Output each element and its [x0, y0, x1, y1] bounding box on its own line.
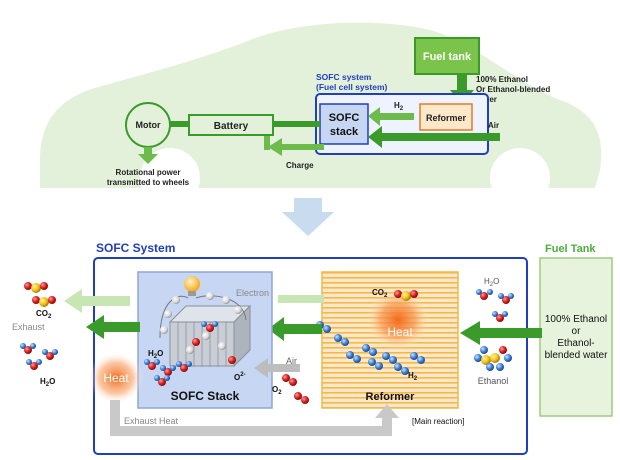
fuel-input-line2: Or Ethanol-blended: [476, 85, 550, 94]
rotational-line1: Rotational power: [116, 168, 181, 177]
exhaust-heat-arrow-head: [375, 404, 399, 418]
electron-label: Electron: [236, 288, 269, 298]
fuel-tank-panel: [539, 257, 613, 417]
exhaust-h2o-label: H2O: [40, 377, 55, 388]
electron-particles: [160, 292, 242, 354]
left-heat-glow: [88, 352, 144, 404]
reformer-h2-label: H2: [408, 371, 418, 382]
reformer-heat-glow: [366, 290, 430, 350]
charge-label: Charge: [286, 161, 314, 170]
rotational-line2: transmitted to wheels: [107, 178, 190, 187]
sofc-stack-label: SOFC Stack: [171, 389, 240, 403]
main-reaction-label: [Main reaction]: [412, 417, 464, 426]
top-charge-flow: Charge: [264, 128, 324, 170]
reformer-heat-label: Heat: [387, 325, 413, 339]
reformer-panel: Heat CO2 H2 Reformer: [316, 271, 459, 409]
motor-label: Motor: [136, 120, 161, 130]
stack-h2o-label: H2O: [148, 349, 163, 360]
stack-side: [233, 304, 251, 368]
fuel-line3: Ethanol-: [557, 338, 594, 349]
electron-to-exhaust-bar: [80, 296, 130, 306]
o2-minus-label: O2-: [234, 372, 246, 382]
top-sofc-system-subtitle: (Fuel cell system): [316, 82, 388, 92]
electron-arrow-right: [278, 295, 324, 303]
h2o-input-label: H2O: [484, 277, 499, 288]
air-arrow: [254, 358, 268, 378]
top-motor: Motor Rotational power transmitted to wh…: [107, 102, 190, 187]
stack-battery-link: [273, 121, 320, 127]
exhaust-co2-label: CO2: [36, 309, 52, 320]
car-illustration: [0, 22, 620, 208]
top-h2-label: H2: [394, 101, 404, 112]
reformer-label: Reformer: [366, 391, 416, 403]
ethanol-molecule: [474, 346, 512, 371]
exhaust-h2o-molecules: [20, 343, 58, 370]
fuel-input-line1: 100% Ethanol: [476, 75, 528, 84]
reformer-h2-molecules: [316, 321, 425, 375]
exhaust-heat-bar: [110, 426, 392, 436]
sofc-stack-panel: H2O O2- SOFC Stack: [137, 271, 273, 409]
o2-air-molecules: [282, 374, 309, 404]
top-air-label: Air: [488, 121, 499, 130]
fuel-tank-title: Fuel Tank: [545, 243, 596, 255]
charge-arrow: [268, 138, 282, 156]
o2-air-label: O2: [272, 385, 282, 396]
left-heat-label: Heat: [103, 371, 129, 385]
exhaust-heat-label: Exhaust Heat: [124, 416, 179, 426]
top-air-arrow: [368, 126, 382, 148]
exhaust-label: Exhaust: [12, 322, 45, 332]
top-sofc-system-title: SOFC system: [316, 72, 372, 82]
fuel-to-reformer-arrow: [460, 321, 480, 345]
fuel-tank-label: Fuel tank: [423, 51, 472, 63]
transition-arrow: [282, 198, 334, 236]
top-sofc-stack-label-2: stack: [330, 126, 359, 138]
fuel-line1: 100% Ethanol: [545, 314, 607, 325]
motor-down-arrow: [138, 154, 158, 164]
h2o-input-molecules: [476, 289, 514, 322]
battery-motor-link: [158, 121, 189, 127]
light-bulb-icon: [184, 276, 200, 292]
reformer-co2-label: CO2: [372, 288, 388, 299]
air-label: Air: [286, 356, 297, 366]
top-reformer-label: Reformer: [426, 113, 467, 123]
top-reformer-box: [419, 103, 473, 131]
stack-to-exhaust-arrow: [86, 315, 104, 339]
sofc-system-title: SOFC System: [96, 241, 175, 255]
ethanol-label: Ethanol: [478, 376, 509, 386]
battery-label: Battery: [214, 121, 249, 132]
fuel-tank-box: [414, 37, 480, 75]
stack-h2o-molecules: [144, 359, 192, 386]
exhaust-co2-molecules: [24, 282, 56, 307]
fuel-line4: blended water: [545, 350, 608, 361]
fuel-line2: or: [572, 326, 582, 337]
top-battery: Battery: [158, 114, 320, 136]
reformer-to-stack-arrow: [268, 317, 284, 341]
top-h2-arrow: [368, 107, 380, 126]
electron-exhaust-arrow: [64, 289, 82, 313]
top-sofc-stack-box: [319, 103, 369, 145]
top-sofc-stack-label-1: SOFC: [329, 112, 360, 124]
